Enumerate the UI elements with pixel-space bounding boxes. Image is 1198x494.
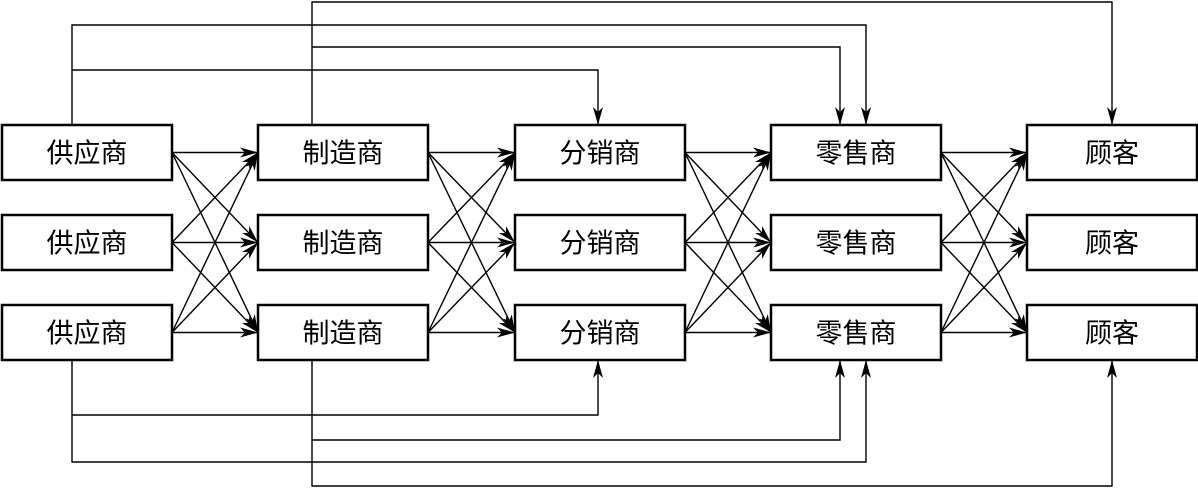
customer-label: 顾客 (1085, 139, 1139, 170)
connector-layer (71, 1, 1117, 487)
bypass-bottom-manufacturer-to-retailer (312, 360, 845, 441)
supplier-box-frame (0, 123, 174, 182)
manufacturer-label: 制造商 (303, 139, 384, 170)
flow-arrow-retailer-to-customer (940, 152, 1028, 243)
customer-box-2: 顾客 (1025, 213, 1198, 272)
bypass-top-manufacturer-to-customer (311, 1, 1117, 125)
bypass-top-manufacturer-to-retailer (312, 46, 845, 125)
supplier-box-frame (0, 213, 174, 272)
customer-label: 顾客 (1085, 229, 1139, 260)
supplier-box-2: 供应商 (0, 213, 174, 272)
retailer-label: 零售商 (816, 139, 897, 170)
flow-arrow-distributor-to-retailer (684, 152, 772, 333)
distributor-box-2: 分销商 (513, 213, 687, 272)
retailer-box-2: 零售商 (769, 213, 943, 272)
distributor-label: 分销商 (560, 139, 641, 170)
supplier-label: 供应商 (47, 139, 128, 170)
manufacturer-label: 制造商 (303, 319, 384, 350)
distributor-box-frame (513, 123, 687, 182)
supplier-box-1: 供应商 (0, 123, 174, 182)
flow-arrow-supplier-to-manufacturer (171, 242, 259, 333)
distributor-box-3: 分销商 (513, 303, 687, 362)
retailer-label: 零售商 (816, 319, 897, 350)
retailer-box-frame (769, 213, 943, 272)
distributor-label: 分销商 (560, 229, 641, 260)
flow-arrow-manufacturer-to-distributor (427, 242, 516, 333)
manufacturer-box-frame (256, 213, 430, 272)
retailer-box-1: 零售商 (769, 123, 943, 182)
distributor-box-1: 分销商 (513, 123, 687, 182)
bypass-bottom-supplier-to-distributor (72, 360, 603, 416)
flow-arrow-distributor-to-retailer (684, 242, 772, 333)
manufacturer-box-1: 制造商 (256, 123, 430, 182)
customer-box-frame (1025, 213, 1198, 272)
flow-arrow-retailer-to-customer (940, 152, 1028, 333)
distributor-box-frame (513, 213, 687, 272)
distributor-label: 分销商 (560, 319, 641, 350)
manufacturer-box-frame (256, 123, 430, 182)
flow-arrow-supplier-to-manufacturer (171, 152, 259, 243)
customer-box-frame (1025, 303, 1198, 362)
distributor-box-frame (513, 303, 687, 362)
supplier-box-3: 供应商 (0, 303, 174, 362)
supplier-label: 供应商 (47, 319, 128, 350)
customer-box-frame (1025, 123, 1198, 182)
manufacturer-box-2: 制造商 (256, 213, 430, 272)
retailer-box-3: 零售商 (769, 303, 943, 362)
bypass-bottom-manufacturer-to-customer (311, 360, 1117, 487)
manufacturer-label: 制造商 (303, 229, 384, 260)
flow-arrow-retailer-to-customer (940, 242, 1028, 333)
bypass-top-supplier-to-distributor (72, 69, 603, 125)
supplier-box-frame (0, 303, 174, 362)
retailer-box-frame (769, 303, 943, 362)
supplier-label: 供应商 (47, 229, 128, 260)
retailer-box-frame (769, 123, 943, 182)
manufacturer-box-3: 制造商 (256, 303, 430, 362)
flow-arrow-supplier-to-manufacturer (171, 152, 259, 333)
flow-arrow-manufacturer-to-distributor (427, 152, 516, 243)
flow-arrow-distributor-to-retailer (684, 152, 772, 243)
customer-box-3: 顾客 (1025, 303, 1198, 362)
customer-label: 顾客 (1085, 319, 1139, 350)
bypass-top-supplier-to-retailer (71, 24, 871, 125)
manufacturer-box-frame (256, 303, 430, 362)
flow-arrow-manufacturer-to-distributor (427, 152, 516, 333)
node-layer: 供应商供应商供应商制造商制造商制造商分销商分销商分销商零售商零售商零售商顾客顾客… (0, 123, 1198, 362)
retailer-label: 零售商 (816, 229, 897, 260)
bypass-bottom-supplier-to-retailer (71, 360, 871, 463)
customer-box-1: 顾客 (1025, 123, 1198, 182)
